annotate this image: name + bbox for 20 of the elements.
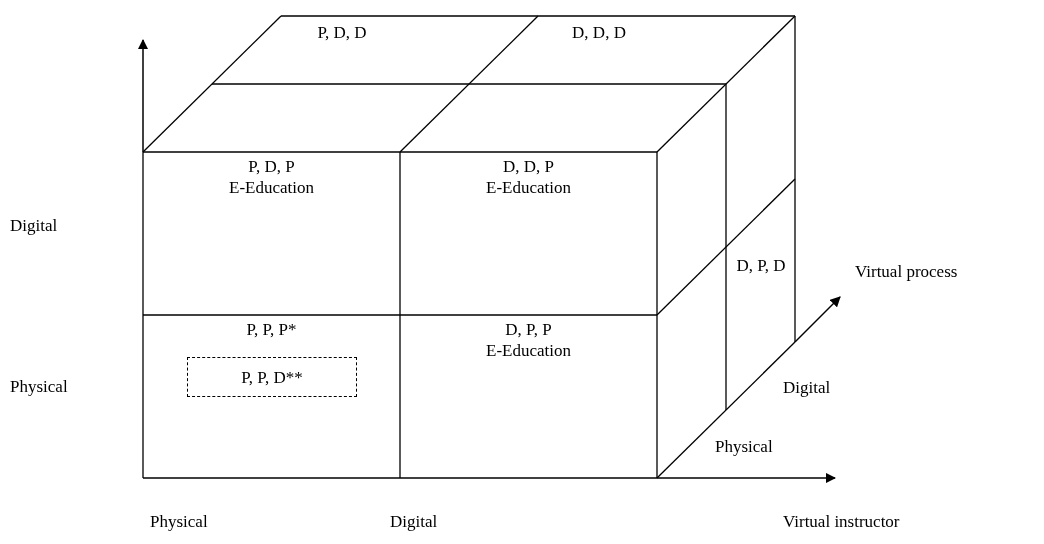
axis-label: Physical	[10, 377, 68, 397]
cell-text: D, P, P	[505, 319, 552, 340]
axis-tick-label: Physical	[150, 512, 208, 532]
axis-label: Virtual instructor	[783, 512, 900, 532]
cell-text: D, D, D	[572, 22, 626, 43]
cell-text: P, P, D**	[241, 366, 303, 388]
axis-tick-label: Digital	[390, 512, 438, 532]
cell-text: E-Education	[486, 340, 571, 361]
cell-text: E-Education	[229, 177, 314, 198]
cell-text: P, D, P	[248, 156, 295, 177]
axis-tick-label: Digital	[783, 378, 831, 398]
axis-tick-label: Physical	[715, 437, 773, 457]
axis-label: Digital	[10, 216, 58, 236]
cell-text: D, P, D	[736, 255, 786, 276]
cell-text: D, D, P	[503, 156, 554, 177]
cell-text: P, P, P*	[246, 319, 297, 340]
cell-text: E-Education	[486, 177, 571, 198]
axis-label: Virtual process	[855, 262, 958, 282]
dashed-box	[187, 357, 357, 397]
cell-text: P, D, D	[317, 22, 367, 43]
